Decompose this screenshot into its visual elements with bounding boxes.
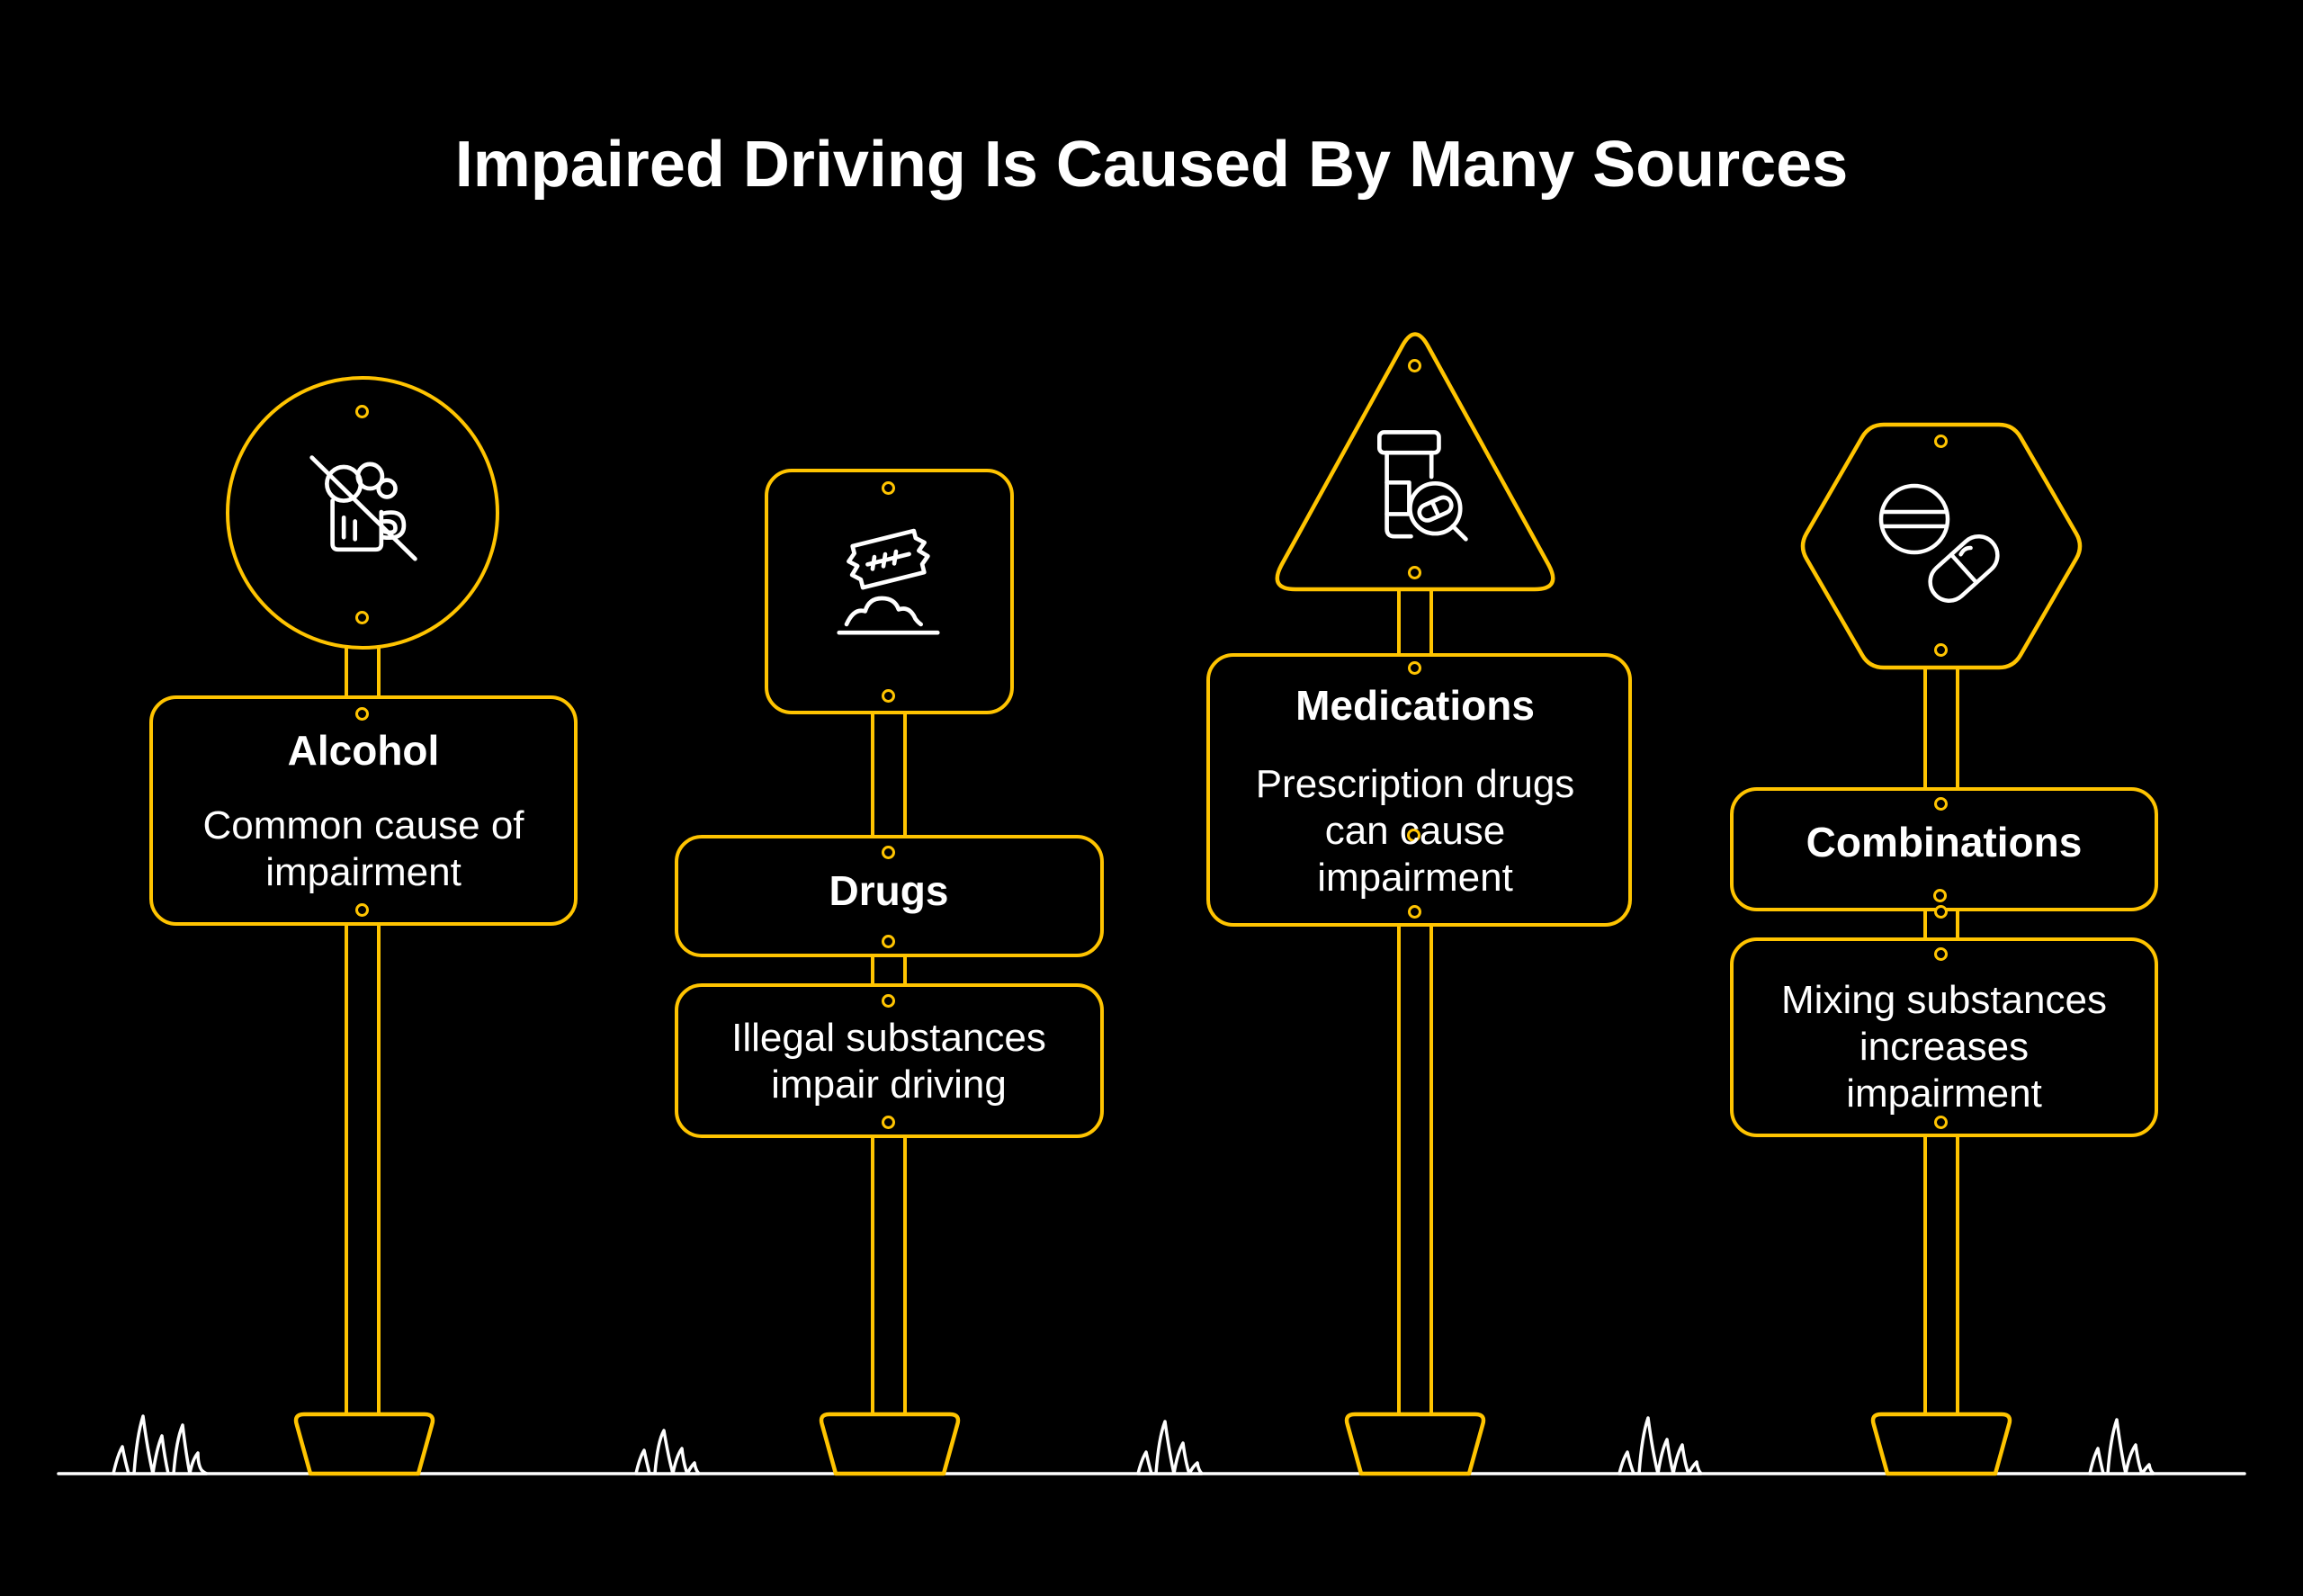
sign-bolt: [882, 481, 895, 495]
sign-bolt: [1934, 797, 1948, 811]
drugs-sign-square: [765, 469, 1014, 714]
grass-tuft: [634, 1429, 701, 1475]
sign-bolt: [1408, 905, 1421, 919]
sign-pole: [871, 954, 907, 989]
sign-bolt: [355, 611, 369, 624]
sign-pole: [1923, 666, 1959, 789]
sign-bolt: [1934, 1116, 1948, 1129]
no-alcohol-icon: [309, 455, 417, 561]
sign-bolt: [1407, 829, 1420, 842]
ground-and-grass: [57, 1414, 2246, 1475]
grass-tuft: [2088, 1418, 2155, 1475]
sign-base: [819, 1412, 961, 1476]
sign-bolt: [1934, 905, 1948, 919]
alcohol-title: Alcohol: [287, 727, 440, 774]
grass-tuft: [112, 1414, 209, 1475]
sign-pole: [1397, 923, 1433, 1414]
grass-tuft: [1617, 1416, 1703, 1475]
sign-pole: [1923, 908, 1959, 939]
combinations-sign-hexagon: [1800, 422, 2083, 670]
sign-base: [1870, 1412, 2012, 1476]
sign-bolt: [882, 935, 895, 948]
sign-bolt: [1933, 889, 1947, 902]
combinations-body-panel: [1730, 937, 2158, 1137]
sign-base: [1344, 1412, 1486, 1476]
pill-bottle-icon: [1377, 430, 1468, 542]
drugs-body-panel: [675, 983, 1104, 1138]
sign-bolt: [355, 405, 369, 418]
razor-blade-icon: [837, 528, 940, 635]
page-title: Impaired Driving Is Caused By Many Sourc…: [454, 129, 1849, 201]
sign-bolt: [882, 994, 895, 1008]
drugs-title: Drugs: [829, 867, 949, 914]
alcohol-sign-circle: [226, 376, 499, 650]
grass-tuft: [1136, 1420, 1204, 1475]
sign-bolt: [882, 689, 895, 703]
sign-bolt: [355, 903, 369, 917]
sign-base: [293, 1412, 435, 1476]
medications-sign-triangle: [1275, 332, 1555, 592]
medications-title: Medications: [1295, 682, 1535, 729]
sign-pole: [871, 711, 907, 837]
drugs-body: Illegal substances impair driving: [731, 1016, 1046, 1107]
sign-bolt: [1408, 661, 1421, 675]
combinations-body: Mixing substances increases impairment: [1781, 978, 2107, 1116]
sign-pole: [1397, 587, 1433, 655]
alcohol-panel: [149, 695, 578, 926]
sign-bolt: [355, 707, 369, 721]
sign-bolt: [1934, 947, 1948, 961]
alcohol-body: Common cause of impairment: [202, 803, 524, 894]
sign-pole: [345, 641, 381, 701]
combinations-title: Combinations: [1806, 819, 2083, 865]
sign-bolt: [1934, 643, 1948, 657]
sign-pole: [871, 1134, 907, 1414]
sign-bolt: [1408, 359, 1421, 372]
tablet-capsule-icon: [1878, 483, 2000, 603]
sign-bolt: [1408, 566, 1421, 579]
medications-body: Prescription drugs can cause impairment: [1255, 762, 1575, 900]
sign-pole: [345, 922, 381, 1414]
sign-pole: [1923, 1134, 1959, 1414]
sign-bolt: [1934, 435, 1948, 448]
sign-bolt: [882, 846, 895, 859]
medications-panel: [1206, 653, 1632, 927]
sign-bolt: [882, 1116, 895, 1129]
